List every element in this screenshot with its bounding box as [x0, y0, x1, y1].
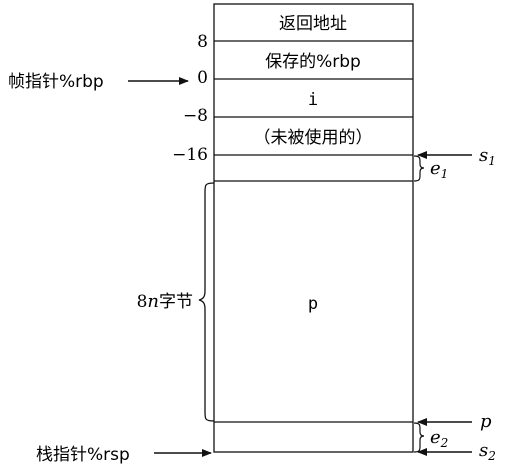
stack-pointer-label: 栈指针%rsp [36, 445, 130, 465]
stack-frame-box [213, 3, 414, 453]
offset-minus8: −8 [183, 106, 208, 126]
cell-unused: （未被使用的） [254, 127, 373, 148]
s2-label: s2 [479, 440, 496, 463]
e1-label: e1 [430, 158, 448, 181]
p-label: p [480, 411, 492, 432]
cell-saved-rbp: 保存的%rbp [265, 52, 361, 72]
size-brace [198, 182, 215, 422]
cell-array-p: p [308, 294, 318, 314]
size-label: 8n字节 [137, 291, 193, 312]
e2-brace [413, 422, 425, 453]
e1-brace [413, 155, 425, 182]
offset-plus8: 8 [197, 32, 208, 52]
cell-return-address: 返回地址 [279, 14, 347, 34]
offset-minus16: −16 [172, 145, 208, 165]
cell-var-i: i [308, 90, 318, 110]
s1-label: s1 [479, 145, 496, 168]
e2-label: e2 [430, 427, 448, 450]
frame-pointer-label: 帧指针%rbp [8, 72, 104, 92]
offset-zero: 0 [197, 68, 208, 88]
